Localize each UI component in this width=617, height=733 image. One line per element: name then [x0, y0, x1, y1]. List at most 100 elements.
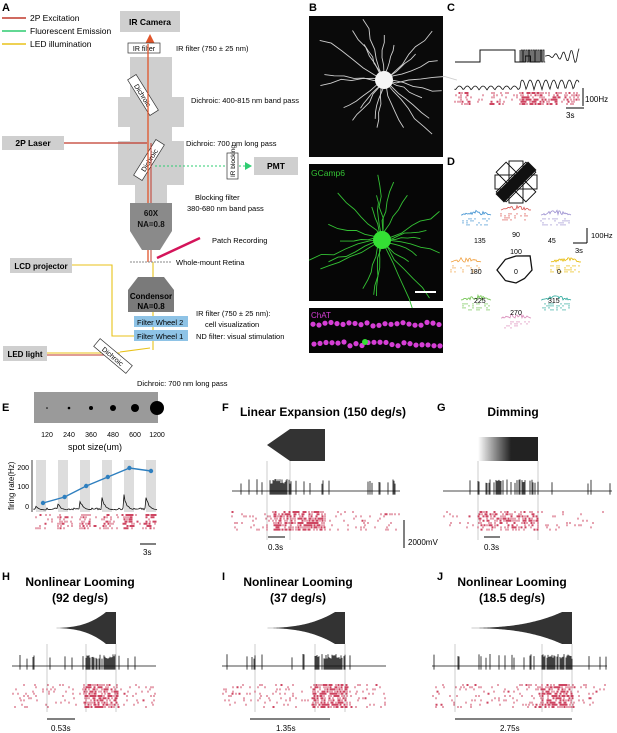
condensor-label-1: Condensor [130, 292, 172, 301]
panel-i: I Nonlinear Looming (37 deg/s) 1.35s [222, 571, 386, 733]
filter-wheel-1-label: Filter Wheel 1 [137, 332, 183, 341]
panel-d-content [450, 160, 582, 329]
dendrite [381, 181, 395, 241]
spot-label: 1200 [149, 432, 165, 439]
spot-1200 [150, 401, 164, 415]
chat-cell [418, 322, 424, 328]
f-title: Linear Expansion (150 deg/s) [240, 405, 406, 419]
filter-wheel-1[interactable] [134, 330, 188, 341]
chat-cell [412, 322, 418, 328]
chat-cell [377, 339, 383, 345]
objective-tip [130, 231, 172, 250]
spot-label: 120 [41, 432, 53, 439]
chat-cell [395, 343, 401, 349]
led-label: LED light [7, 350, 42, 359]
chat-cell [347, 343, 353, 349]
d-scale-hz: 100Hz [591, 231, 613, 240]
e-ytick-200: 200 [17, 465, 29, 472]
dichroic-mid-label: Dichroic: 700 nm long pass [186, 139, 277, 148]
chat-cell [400, 320, 406, 326]
dendrite [343, 79, 385, 109]
c-raster [454, 92, 580, 105]
d-angle-90: 90 [512, 232, 520, 239]
panel-label-i: I [222, 571, 225, 583]
e-tuning-line [42, 467, 152, 504]
g-scale-time: 0.3s [484, 543, 499, 552]
panel-h: H Nonlinear Looming (92 deg/s) 0.53s [2, 571, 156, 733]
dendrite [383, 30, 433, 81]
d-bar-fill [495, 161, 537, 203]
neuron-gray-soma [375, 71, 393, 89]
chat-cell [346, 320, 352, 326]
panel-label-c: C [447, 2, 455, 14]
ir-blocking-label: IR blocking [230, 144, 237, 177]
chat-cell [437, 343, 443, 349]
dendrite [383, 79, 442, 92]
lcd-label: LCD projector [14, 262, 67, 271]
j-stimulus [455, 612, 572, 644]
nd-filter-label: ND filter: visual stimulation [196, 332, 284, 341]
dendrite [381, 195, 408, 241]
panel-b: B GCamp6 ChAT [308, 2, 458, 353]
g-title: Dimming [487, 405, 538, 419]
chat-cell [340, 321, 346, 327]
neuron-green-dendrites [308, 174, 440, 312]
f-scale-time: 0.3s [268, 543, 283, 552]
ir-filter-box-label: IR filter [133, 46, 156, 53]
dendrite [383, 60, 438, 81]
dichroic-bottom-label: Dichroic: 700 nm long pass [137, 379, 228, 388]
spot-axis-label: spot size(um) [68, 442, 122, 452]
ir-camera-label: IR Camera [129, 17, 171, 27]
spot-label: 240 [63, 432, 75, 439]
f-traces [231, 479, 400, 531]
chat-cell [413, 342, 419, 348]
d-direction-raster [450, 265, 480, 273]
dendrite [373, 239, 383, 295]
chat-cell [388, 321, 394, 327]
pmt-label: PMT [267, 161, 286, 171]
f-raster [231, 511, 400, 531]
c-stim-chirp [544, 48, 580, 64]
chat-cell [310, 321, 316, 327]
chat-cell [334, 320, 340, 327]
panel-j: J Nonlinear Looming (18.5 deg/s) 2.75s [432, 571, 607, 733]
spot-600 [131, 404, 139, 412]
g-raster [443, 511, 604, 531]
chat-cell [329, 340, 335, 346]
panel-label-a: A [2, 2, 10, 14]
chat-cell [311, 341, 317, 347]
e-point-240 [62, 494, 67, 500]
ir-filter-wheel-line2: cell visualization [205, 320, 259, 329]
gcamp-label: GCamp6 [311, 168, 345, 178]
d-direction-trace [540, 295, 572, 301]
filter-wheel-2[interactable] [134, 316, 188, 327]
led-beam-bend [119, 347, 151, 353]
patch-label: Patch Recording [212, 236, 267, 245]
e-ytick-0: 0 [25, 504, 29, 511]
e-point-600 [127, 465, 132, 471]
panel-label-j: J [437, 571, 443, 583]
chat-cell [352, 320, 358, 327]
chat-cell [401, 340, 407, 346]
d-direction-raster [500, 213, 528, 221]
d-direction-raster [542, 303, 570, 311]
objective-label-2: NA=0.8 [137, 220, 165, 229]
condensor-top [128, 277, 174, 290]
objective-label-1: 60X [144, 209, 159, 218]
panel-label-f: F [222, 402, 229, 414]
blocking-filter-line1: Blocking filter [195, 193, 240, 202]
d-direction-trace [540, 209, 572, 216]
legend-excitation-label: 2P Excitation [30, 13, 80, 23]
h-spike-trace [12, 654, 156, 670]
dendrite [328, 223, 383, 241]
chat-cells [310, 319, 443, 349]
h-title-1: Nonlinear Looming [25, 575, 134, 589]
emission-arrow [245, 162, 252, 170]
i-spike-trace [222, 654, 386, 670]
panel-label-e: E [2, 402, 9, 414]
dendrite [320, 239, 383, 270]
d-direction-raster [462, 218, 490, 226]
d-direction-trace [550, 257, 582, 263]
panel-a: A 2P Excitation Fluorescent Emission LED… [2, 2, 299, 388]
i-raster [222, 684, 386, 708]
